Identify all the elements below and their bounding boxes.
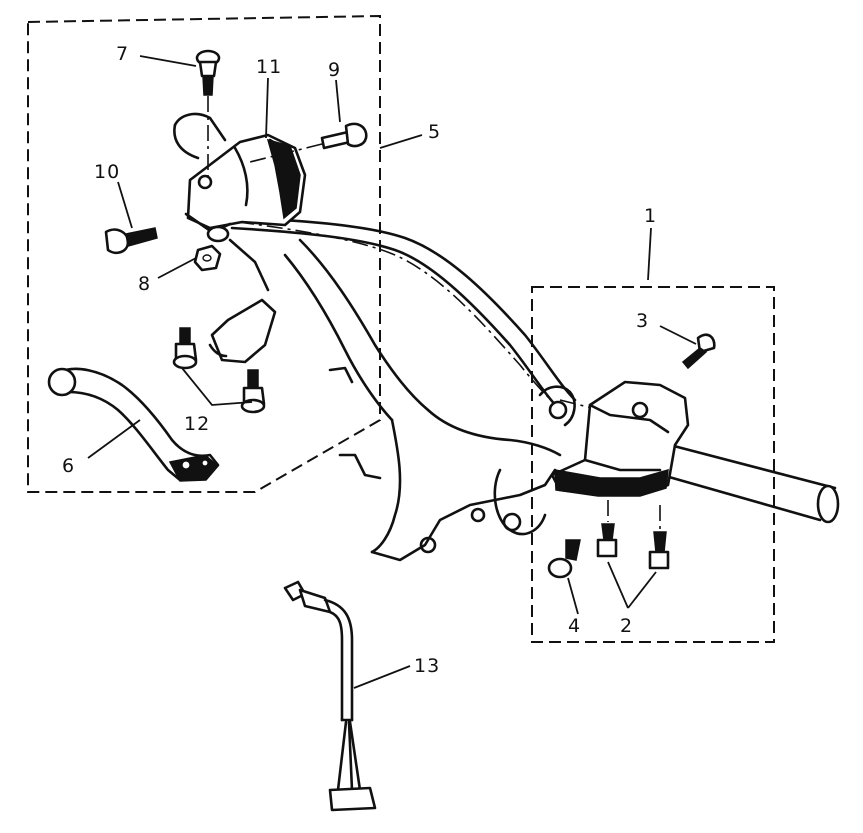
group-box-left [27, 14, 381, 493]
screw-4 [547, 539, 581, 579]
handlebar-body [208, 216, 840, 562]
callout-10: 10 [94, 161, 120, 183]
callout-5: 5 [428, 121, 441, 143]
screws-2 [596, 500, 670, 570]
leader-lines [87, 55, 697, 689]
callout-4: 4 [568, 615, 581, 637]
bolt-10 [104, 227, 158, 255]
switch-cable-13 [283, 580, 377, 812]
callout-3: 3 [636, 310, 649, 332]
callout-2: 2 [620, 615, 633, 637]
switch-holder-right [538, 380, 690, 497]
callout-13: 13 [414, 655, 440, 677]
nut-8 [193, 244, 222, 272]
bolt-9 [249, 122, 368, 163]
bolt-3 [681, 333, 716, 370]
callout-9: 9 [328, 59, 341, 81]
callout-labels: 7 11 9 5 10 8 12 6 1 3 4 2 13 [62, 43, 657, 677]
lever-holder-left [173, 112, 307, 243]
callout-12: 12 [184, 413, 210, 435]
callout-11: 11 [256, 56, 282, 78]
lever [47, 367, 220, 482]
group-box-right [531, 286, 775, 643]
callout-7: 7 [116, 43, 129, 65]
callout-6: 6 [62, 455, 75, 477]
screw-7 [195, 49, 221, 178]
callout-8: 8 [138, 273, 151, 295]
screws-12 [172, 327, 266, 414]
callout-1: 1 [644, 205, 657, 227]
